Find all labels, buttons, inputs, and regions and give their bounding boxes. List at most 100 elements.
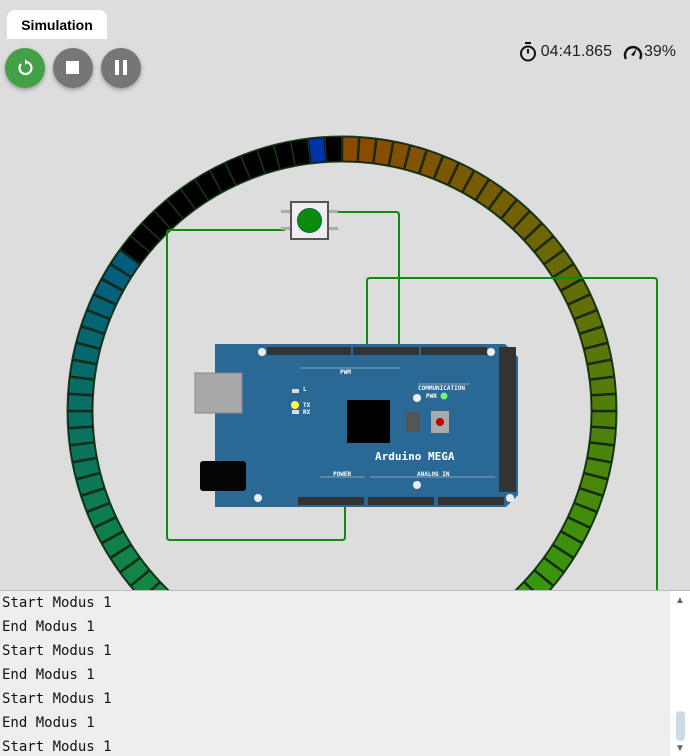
- ring-led: [210, 162, 236, 193]
- ring-led: [358, 137, 376, 164]
- board-name: Arduino MEGA: [375, 450, 455, 463]
- ring-led: [151, 582, 169, 590]
- ring-led: [579, 473, 608, 496]
- console-line: Start Modus 1: [2, 595, 112, 611]
- sim-speed: 39%: [643, 43, 676, 60]
- ring-led: [524, 223, 554, 252]
- ring-led: [404, 145, 427, 174]
- ring-led: [419, 150, 443, 179]
- chip: [347, 400, 390, 443]
- arduino-mega[interactable]: [194, 344, 518, 507]
- tab-simulation[interactable]: Simulation: [7, 10, 107, 39]
- ring-led: [290, 138, 311, 166]
- ring-led: [76, 473, 105, 496]
- ring-led: [67, 411, 93, 428]
- ring-led: [69, 359, 97, 380]
- led-tx-label: TX: [303, 402, 311, 409]
- ring-led: [110, 250, 140, 277]
- usb-port: [194, 372, 243, 414]
- restart-icon: [18, 59, 33, 76]
- pause-icon: [115, 60, 127, 75]
- console-line: End Modus 1: [2, 667, 95, 683]
- ring-led: [69, 442, 97, 463]
- pwm-label: PWM: [340, 369, 351, 376]
- ring-led: [589, 427, 616, 445]
- ring-led: [583, 343, 612, 364]
- console-line: Start Modus 1: [2, 691, 112, 707]
- ring-led: [574, 310, 603, 334]
- neopixel-ring[interactable]: [66, 135, 618, 590]
- ring-led: [513, 211, 542, 240]
- ring-led: [68, 377, 95, 395]
- stop-icon: [66, 61, 79, 74]
- ring-led: [567, 503, 597, 528]
- ring-led: [534, 236, 564, 265]
- ring-led: [583, 458, 612, 479]
- power-label: POWER: [333, 471, 352, 478]
- ring-led: [76, 326, 105, 349]
- ring-led: [515, 582, 533, 590]
- scrollbar-thumb[interactable]: [676, 711, 685, 741]
- stopwatch-icon: [519, 42, 536, 62]
- ring-led: [342, 136, 359, 162]
- ring-led: [67, 394, 93, 411]
- ring-led: [130, 570, 160, 590]
- ring-led: [389, 141, 410, 170]
- speedometer-icon: [623, 46, 643, 60]
- ring-led: [308, 137, 326, 164]
- ring-led: [154, 199, 183, 229]
- ring-led: [591, 411, 617, 428]
- sim-time: 04:41.865: [540, 43, 612, 60]
- ring-led: [544, 545, 574, 572]
- ring-led: [325, 136, 342, 162]
- ring-led: [560, 279, 591, 305]
- ring-led: [120, 557, 150, 586]
- ring-led: [81, 488, 110, 512]
- scroll-down-icon[interactable]: ▼: [675, 743, 685, 754]
- ring-led: [274, 141, 295, 170]
- simulation-canvas[interactable]: [0, 0, 690, 590]
- ring-led: [110, 545, 140, 572]
- serial-monitor[interactable]: Start Modus 1 End Modus 1 Start Modus 1 End…: [0, 590, 670, 756]
- stop-button[interactable]: [53, 48, 93, 88]
- ring-led: [501, 199, 530, 229]
- scroll-up-icon[interactable]: ▲: [675, 595, 685, 606]
- ring-led: [488, 189, 517, 219]
- ring-led: [560, 517, 591, 543]
- console-scrollbar[interactable]: ▲ ▼: [670, 590, 690, 756]
- ring-led: [534, 557, 564, 586]
- ring-led: [93, 279, 124, 305]
- ring-led: [87, 503, 117, 528]
- led-l-label: L: [303, 386, 307, 393]
- ring-led: [93, 517, 124, 543]
- ring-led: [101, 264, 132, 291]
- console-line: Start Modus 1: [2, 739, 112, 755]
- ring-led: [130, 223, 160, 252]
- sim-status: 04:41.865 39%: [519, 42, 676, 62]
- ring-led: [195, 170, 222, 201]
- analog-in-label: ANALOG IN: [417, 471, 450, 478]
- ring-led: [225, 156, 250, 186]
- ring-led: [574, 488, 603, 512]
- ring-led: [462, 170, 489, 201]
- ring-led: [167, 189, 196, 219]
- console-line: Start Modus 1: [2, 643, 112, 659]
- pwr-label: PWR: [426, 393, 437, 400]
- ring-led: [434, 156, 459, 186]
- ring-led: [101, 531, 132, 558]
- ring-led: [591, 394, 617, 411]
- led-rx-label: RX: [303, 409, 311, 416]
- ring-led: [120, 236, 150, 265]
- power-jack: [200, 461, 246, 491]
- ring-led: [524, 570, 554, 590]
- ring-led: [476, 179, 503, 209]
- ring-led: [87, 294, 117, 319]
- pushbutton[interactable]: [281, 201, 338, 240]
- pause-button[interactable]: [101, 48, 141, 88]
- ring-led: [587, 442, 615, 463]
- ring-led: [579, 326, 608, 349]
- restart-button[interactable]: [5, 48, 45, 88]
- ring-led: [81, 310, 110, 334]
- console-line: End Modus 1: [2, 619, 95, 635]
- communication-label: COMMUNICATION: [418, 385, 465, 392]
